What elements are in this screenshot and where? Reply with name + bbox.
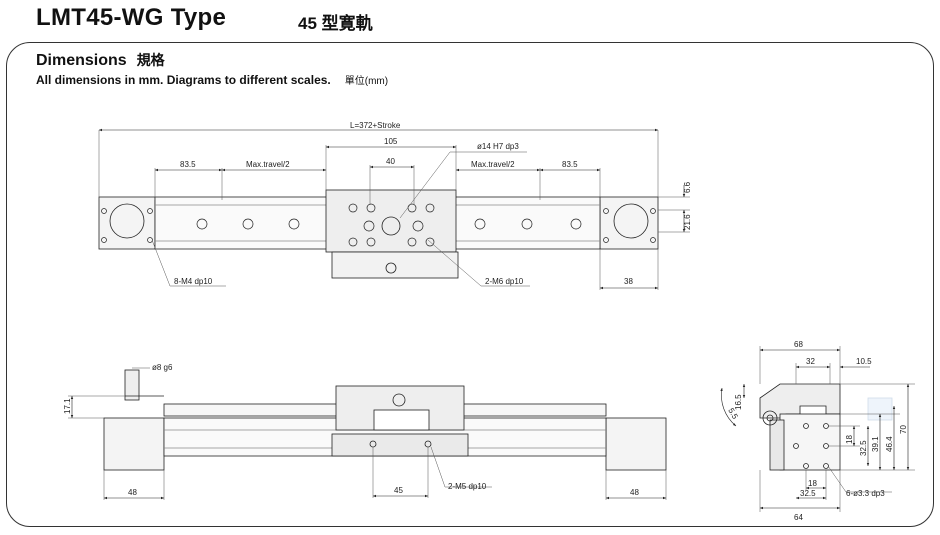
dim-bottom-pitch: 32.5	[800, 489, 816, 498]
callout-tap-carriage: 2-M6 dp10	[485, 277, 524, 286]
callout-holes: 6-ø3.3 dp3	[846, 489, 885, 498]
dim-end-offset-right: 83.5	[562, 160, 578, 169]
dim-carriage-pitch: 45	[394, 486, 403, 495]
callout-tap-bottom: 2-M5 dp10	[448, 482, 487, 491]
section-heading-text: Dimensions	[36, 52, 127, 69]
callout-pin-dia: ø8 g6	[152, 363, 173, 372]
side-view-drawing	[68, 367, 667, 500]
callout-pin-hole: ø14 H7 dp3	[477, 142, 519, 151]
dim-height-32-5: 32.5	[859, 440, 868, 456]
dim-end-left: 48	[128, 488, 137, 497]
dim-bottom-inner: 18	[808, 479, 817, 488]
dim-carriage-width: 105	[384, 137, 398, 146]
dim-height-70: 70	[899, 425, 908, 434]
dim-side-2: 21.6	[683, 214, 692, 230]
dim-top: 16.5	[734, 394, 743, 410]
dim-travel-right: Max.travel/2	[471, 160, 515, 169]
dim-length: L=372+Stroke	[350, 121, 401, 130]
dim-end-offset-left: 83.5	[180, 160, 196, 169]
dim-height-18: 18	[845, 435, 854, 444]
section-heading: Dimensions 規格	[36, 50, 165, 70]
dim-bottom-total: 64	[794, 513, 803, 522]
top-view-drawing	[98, 128, 690, 290]
scale-note: All dimensions in mm. Diagrams to differ…	[36, 72, 388, 87]
page-title: LMT45-WG Type	[36, 4, 227, 31]
end-view-drawing	[720, 346, 915, 512]
callout-tap-end: 8-M4 dp10	[174, 277, 213, 286]
dim-end-right: 48	[630, 488, 639, 497]
dim-end-block: 38	[624, 277, 633, 286]
dim-width-total: 68	[794, 340, 803, 349]
scale-note-text: All dimensions in mm. Diagrams to differ…	[36, 73, 331, 87]
dim-pin-height: 17.1	[63, 398, 72, 414]
dim-side-1: 6.6	[683, 181, 692, 193]
dim-offset: 10.5	[856, 357, 872, 366]
dim-rail-width: 32	[806, 357, 815, 366]
dim-hole-pitch: 40	[386, 157, 395, 166]
page-subtitle: 45 型寛軌	[298, 14, 373, 33]
section-heading-zh: 規格	[136, 52, 165, 68]
dim-height-39-1: 39.1	[871, 436, 880, 452]
dim-height-46-4: 46.4	[885, 436, 894, 452]
content-frame	[6, 42, 934, 527]
unit-note: 單位(mm)	[344, 76, 389, 87]
dim-travel-left: Max.travel/2	[246, 160, 290, 169]
